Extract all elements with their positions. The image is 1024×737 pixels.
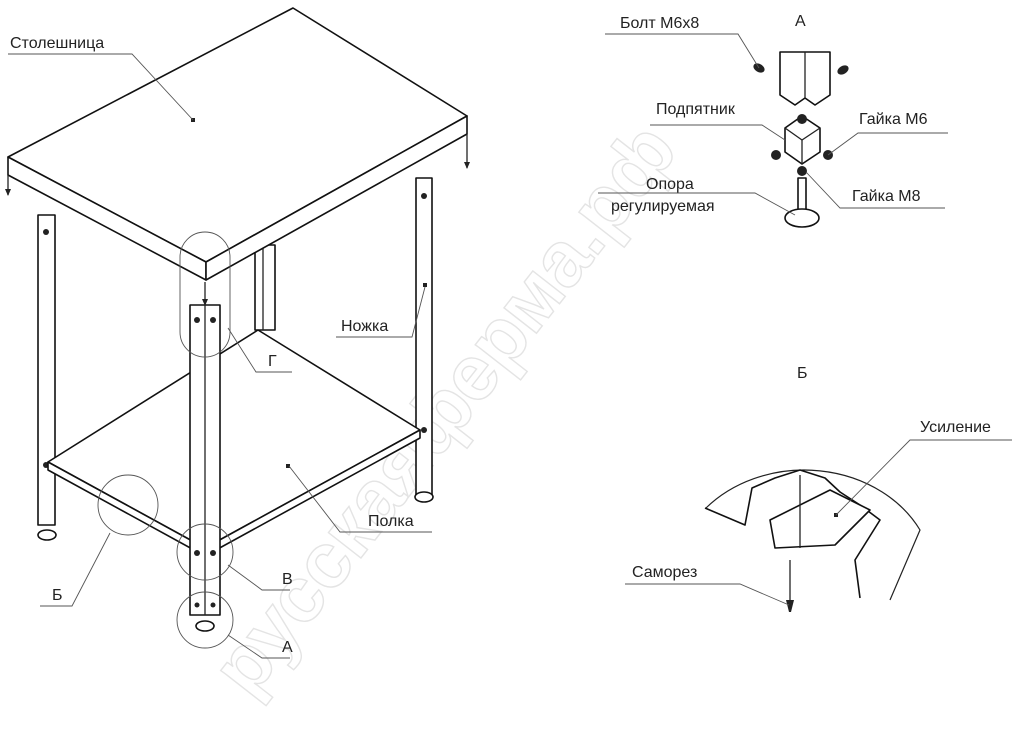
front-leg	[189, 304, 221, 632]
detail-b: Б Усиление Саморез	[625, 365, 1012, 612]
leg-label-text: Ножка	[341, 318, 388, 335]
shelf	[47, 329, 421, 557]
callout-b-label: Б	[40, 532, 111, 607]
nut-m8-label: Гайка М8	[852, 188, 921, 205]
support-label-line1: Опора	[646, 176, 694, 193]
rear-right-leg	[414, 177, 434, 503]
bolt-label: Болт М6х8	[620, 15, 699, 32]
leg-label: Ножка	[336, 283, 427, 338]
nut-m6-label: Гайка М6	[859, 111, 928, 128]
screw-label: Саморез	[632, 564, 697, 581]
callout-g-text: Г	[268, 353, 277, 370]
callout-g-label: Г	[227, 327, 292, 373]
callout-a-text: А	[282, 639, 293, 656]
callout-circles	[97, 231, 234, 649]
callout-v-text: В	[282, 571, 293, 588]
back-leg	[254, 244, 276, 331]
tabletop-label-text: Столешница	[10, 35, 104, 52]
detail-a-title: А	[795, 13, 806, 30]
tabletop-label: Столешница	[8, 35, 194, 121]
detail-b-title: Б	[797, 365, 808, 382]
callout-b-text: Б	[52, 587, 63, 604]
table-drawing	[5, 7, 470, 649]
shelf-label: Полка	[288, 465, 432, 533]
callout-v-label: В	[227, 564, 293, 591]
detail-a: А Болт М6х8 Подпятник Гайка М6 Опора рег…	[598, 13, 948, 228]
rear-left-leg	[37, 214, 57, 541]
shelf-label-text: Полка	[368, 513, 414, 530]
tabletop	[5, 7, 470, 306]
reinforcement-label: Усиление	[920, 419, 991, 436]
callout-a-label: А	[227, 634, 293, 659]
support-label-line2: регулируемая	[611, 198, 715, 215]
heel-label: Подпятник	[656, 101, 736, 118]
